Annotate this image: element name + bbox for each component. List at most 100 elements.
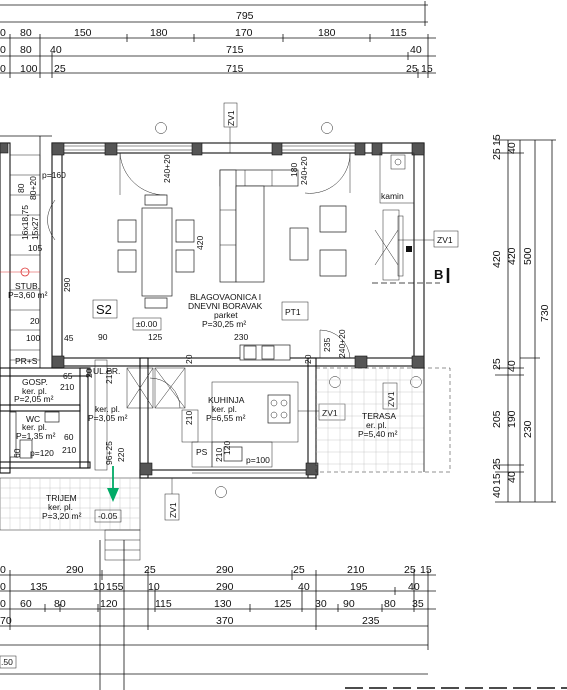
dim-stair: 20 [30, 316, 40, 326]
dim-bottom: 290 [216, 564, 234, 576]
level-minus: -0.05 [98, 511, 118, 521]
dim-bottom: 290 [66, 564, 84, 576]
room-ulpr-name: UL.PR. [93, 366, 120, 376]
dim-right: 25 [491, 358, 503, 370]
dim-right: 730 [539, 304, 551, 322]
dim-right: 40 [506, 142, 518, 154]
dim-bottom: 10 [148, 581, 160, 593]
room-stair-area: P=3,60 m² [8, 290, 48, 300]
room-labels: BLAGOVAONICA I DNEVNI BORAVAK parket P=3… [8, 281, 398, 521]
dim-inner: 20 [303, 354, 313, 364]
staircase [0, 154, 56, 361]
dim-bottom: 25 [293, 564, 305, 576]
dim-label: 80 [20, 44, 32, 56]
dim-bottom: 135 [30, 581, 48, 593]
room-gosp-name: GOSP. [22, 377, 48, 387]
dim-bottom: 0 [0, 598, 6, 610]
dim-inner: 20 [84, 368, 94, 378]
room-trijem-floor: ker. pl. [48, 502, 73, 512]
dim-stair: p=160 [42, 170, 66, 180]
dim-right: 205 [491, 410, 503, 428]
dim-right: 420 [506, 247, 518, 265]
dim-label: 715 [226, 44, 244, 56]
dim-inner: 230 [234, 332, 248, 342]
dim-bottom: 195 [350, 581, 368, 593]
dim-right: 25 [491, 148, 503, 160]
dim-inner: p=100 [246, 455, 270, 465]
room-kitchen-name: KUHINJA [208, 395, 245, 405]
kamin-label: kamin [381, 191, 404, 201]
dim-bottom: 25 [144, 564, 156, 576]
dim-top-total: 795 [236, 10, 254, 22]
s2-tag: S2 [96, 302, 112, 317]
dim-inner: 220 [116, 448, 126, 462]
dim-right: 25 [491, 458, 503, 470]
dim-stair: 60 [12, 448, 22, 458]
room-terasa-area: P=5,40 m² [358, 429, 398, 439]
room-living-name2: DNEVNI BORAVAK [188, 301, 263, 311]
dim-stair: 16x18,75 [20, 205, 30, 240]
dim-stair: 65 [63, 371, 73, 381]
dim-label: 80 [20, 27, 32, 39]
zv1-tag: ZV1 [168, 502, 178, 518]
prs-tag: PR+S [15, 356, 38, 366]
dim-inner: 420 [195, 236, 205, 250]
room-gosp-area: P=2,05 m² [14, 394, 54, 404]
room-stair-name: STUB. [15, 281, 40, 291]
dim-bottom: 210 [347, 564, 365, 576]
dim-bottom: 15 [420, 564, 432, 576]
dim-bottom: 70 [0, 615, 12, 627]
dim-label: 150 [74, 27, 92, 39]
kitchen-counter [191, 344, 299, 468]
bottom-dimensions: 0 290 25 290 25 210 25 15 0 135 10 155 1… [0, 540, 436, 690]
dim-inner: 240+20 [337, 329, 347, 358]
dim-bottom: 10 [93, 581, 105, 593]
dim-inner: 120 [222, 441, 232, 455]
zv1-tag: ZV1 [386, 391, 396, 407]
room-wc-floor: ker. pl. [22, 422, 47, 432]
dim-bottom: 125 [274, 598, 292, 610]
zv1-tags: ZV1 ZV1 ZV1 ZV1 ZV1 [164, 102, 459, 521]
dim-label: 15 [421, 63, 433, 75]
dim-label: 40 [50, 44, 62, 56]
level-markers: ±0.00 -0.05 .50 S2 PT1 PR+S PS [0, 299, 309, 669]
dim-label: 0 [0, 44, 6, 56]
dim-inner: 240+20 [162, 154, 172, 183]
room-living-floor: parket [214, 310, 238, 320]
dim-right: 230 [522, 420, 534, 438]
dim-label: 0 [0, 63, 6, 75]
dim-inner: 125 [148, 332, 162, 342]
dim-inner: 90 [98, 332, 108, 342]
sofa-set [219, 169, 347, 283]
dim-right: 40 [491, 486, 503, 498]
dim-label: 715 [226, 63, 244, 75]
room-terasa-floor: er. pl. [366, 420, 387, 430]
dim-label: 115 [390, 27, 407, 39]
level-zero: ±0.00 [136, 319, 157, 329]
room-trijem-name: TRIJEM [46, 493, 77, 503]
dim-right: 15 [491, 473, 503, 485]
dim-label: 25 [406, 63, 418, 75]
dim-bottom: 80 [54, 598, 66, 610]
ps-tag: PS [196, 447, 208, 457]
dim-right: 420 [491, 250, 503, 268]
dim-bottom: 115 [155, 598, 172, 610]
windows [64, 145, 355, 474]
dim-bottom: 235 [362, 615, 380, 627]
dim-label: 40 [410, 44, 422, 56]
room-kitchen-area: P=6,55 m² [206, 413, 246, 423]
dim-bottom: 155 [106, 581, 124, 593]
right-dimensions: 25 15 40 420 25 40 205 25 40 40 15 420 1… [491, 134, 556, 503]
dim-bottom: 25 [404, 564, 416, 576]
dim-stair: 290 [62, 278, 72, 292]
dim-bottom: 130 [214, 598, 232, 610]
dim-stair: 210 [60, 382, 74, 392]
zv1-tag: ZV1 [437, 235, 453, 245]
dim-stair: 80 [16, 183, 26, 193]
dim-bottom: 0 [0, 564, 6, 576]
entry-area [94, 359, 199, 471]
dim-bottom: 80 [384, 598, 396, 610]
dim-label: 25 [54, 63, 66, 75]
dim-right: 15 [491, 134, 503, 146]
